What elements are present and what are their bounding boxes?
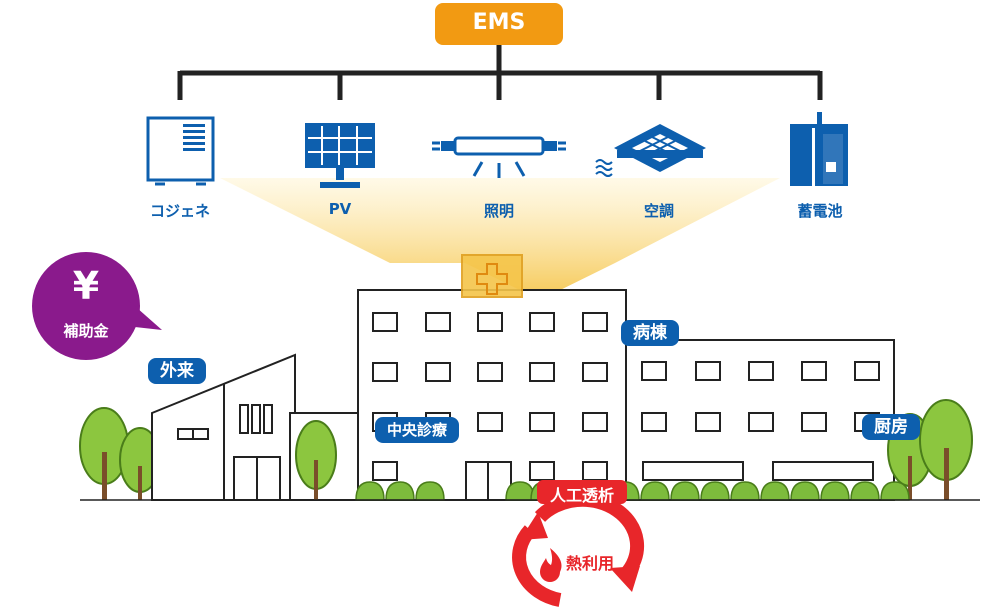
device-label-battery: 蓄電池	[797, 202, 843, 220]
window	[372, 312, 398, 332]
flame-icon	[540, 548, 562, 582]
ward-label: 病棟	[621, 320, 679, 346]
energy-beam	[220, 178, 780, 300]
bush	[700, 481, 730, 501]
device-label-air-conditioning: 空調	[643, 202, 674, 220]
window	[372, 362, 398, 382]
window	[425, 312, 451, 332]
dialysis-badge	[537, 480, 627, 504]
bushes	[355, 481, 910, 501]
window	[372, 461, 398, 481]
window	[529, 312, 555, 332]
device-label-pv: PV	[328, 200, 352, 218]
ems-label: EMS	[472, 10, 526, 35]
bush	[790, 481, 820, 501]
device-label-cogeneration: コジェネ	[149, 202, 210, 220]
window	[641, 412, 667, 432]
window	[529, 412, 555, 432]
central-clinic-label: 中央診療	[375, 417, 460, 443]
tree-middle	[295, 420, 337, 500]
bush	[355, 481, 385, 501]
ems-box	[435, 3, 563, 45]
bush	[850, 481, 880, 501]
bush	[880, 481, 910, 501]
cogeneration-icon	[146, 116, 215, 186]
window	[477, 362, 503, 382]
air-conditioner-icon	[595, 124, 706, 177]
windows	[372, 312, 880, 481]
window	[582, 412, 608, 432]
window	[529, 362, 555, 382]
yen-symbol: ¥	[72, 264, 100, 308]
ems-connection-tree	[177, 44, 823, 100]
window	[582, 362, 608, 382]
window	[641, 361, 667, 381]
window	[854, 361, 880, 381]
battery-icon	[790, 112, 848, 186]
subsidy-label: 補助金	[63, 322, 109, 340]
bush	[415, 481, 445, 501]
bush	[385, 481, 415, 501]
window	[801, 412, 827, 432]
window	[582, 312, 608, 332]
hospital-cross-sign	[461, 254, 523, 298]
window	[529, 461, 555, 481]
window	[477, 312, 503, 332]
bush	[640, 481, 670, 501]
bush	[505, 481, 535, 501]
lighting-icon	[432, 136, 566, 178]
window	[748, 412, 774, 432]
bush	[670, 481, 700, 501]
device-label-lighting: 照明	[483, 202, 514, 220]
kitchen-label: 厨房	[862, 414, 920, 440]
window	[748, 361, 774, 381]
bush	[760, 481, 790, 501]
bush	[820, 481, 850, 501]
heat-cycle-arrows	[512, 492, 645, 607]
window	[425, 362, 451, 382]
window	[801, 361, 827, 381]
window	[695, 412, 721, 432]
window	[695, 361, 721, 381]
heat-utilization-label: 熱利用	[566, 554, 615, 573]
solar-panel-icon	[305, 123, 375, 188]
window	[477, 412, 503, 432]
outpatient-label: 外来	[148, 358, 206, 384]
subsidy-bubble	[32, 252, 162, 360]
bush	[730, 481, 760, 501]
window	[582, 461, 608, 481]
dialysis-label: 人工透析	[549, 486, 614, 505]
tree-right-2	[919, 399, 973, 500]
outpatient-building	[151, 353, 296, 501]
